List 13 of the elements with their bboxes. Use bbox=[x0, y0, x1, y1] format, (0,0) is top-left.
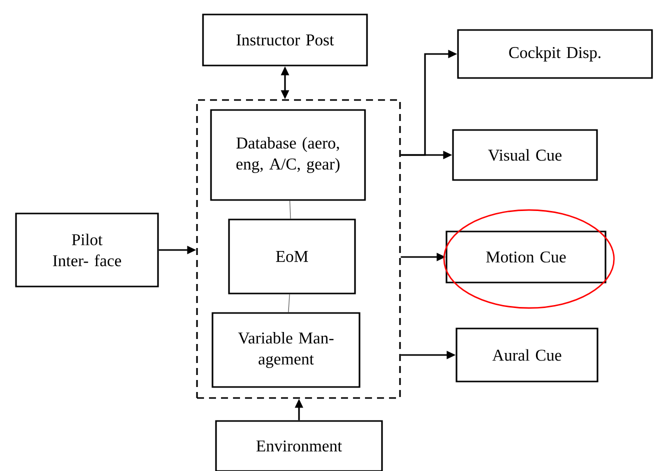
block-box: Visual Cue bbox=[452, 129, 598, 181]
block-box: Motion Cue bbox=[446, 230, 606, 284]
block-box: Aural Cue bbox=[456, 328, 598, 382]
block-box: Pilot Inter- face bbox=[15, 212, 159, 288]
dashed-group-box bbox=[196, 99, 401, 399]
block-box: Environment bbox=[215, 420, 383, 471]
connector-line bbox=[288, 294, 290, 312]
block-box: Database (aero, eng, A/C, gear) bbox=[210, 109, 366, 201]
block-box: Instructor Post bbox=[202, 14, 368, 66]
connector-line bbox=[290, 200, 291, 219]
block-box: Cockpit Disp. bbox=[457, 29, 653, 79]
block-box: Variable Man- agement bbox=[212, 312, 360, 388]
block-box: EoM bbox=[228, 218, 356, 294]
